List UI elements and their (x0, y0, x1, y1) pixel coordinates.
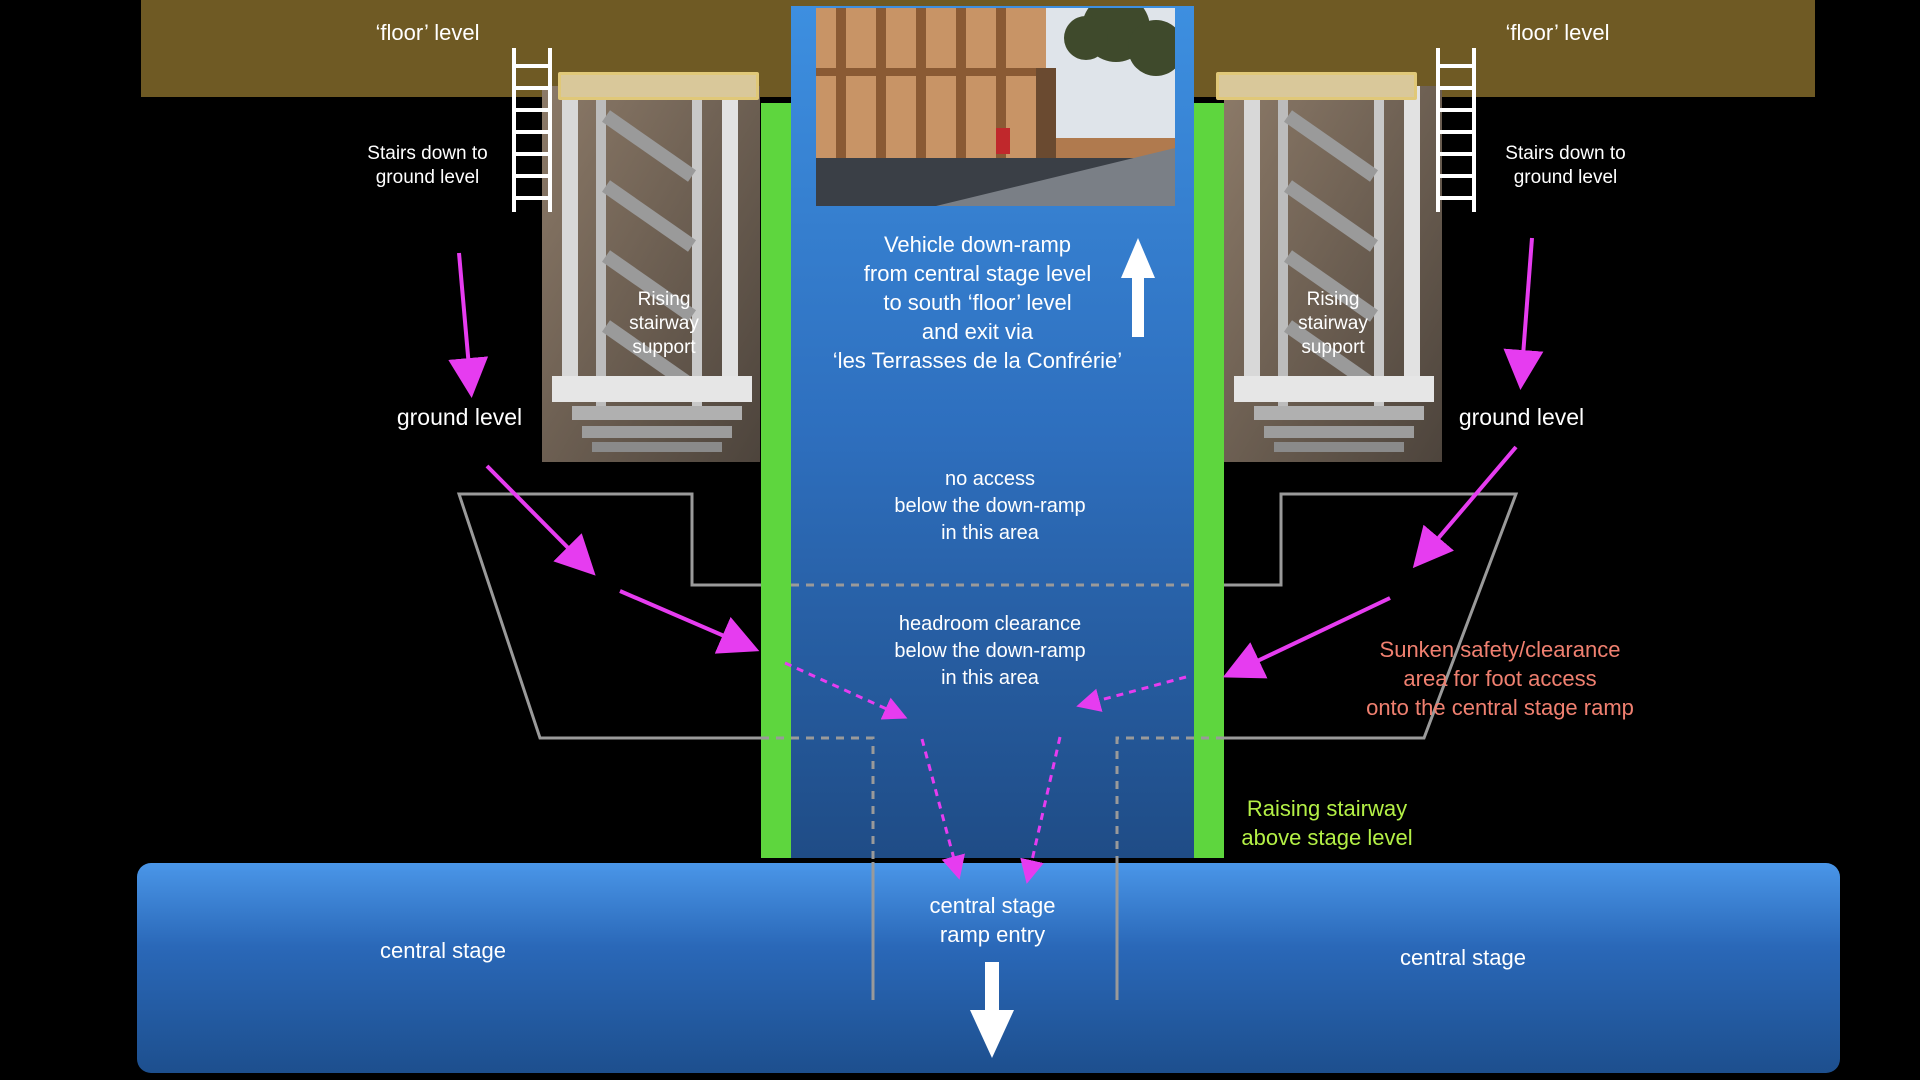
ladder-icon (1436, 48, 1476, 212)
support-label-right: Rising stairway support (1298, 289, 1368, 358)
arrow-up-icon (1121, 238, 1155, 337)
rising-stairway-support-photo-right (1224, 86, 1442, 462)
stair-frame-illustration-left (542, 86, 760, 462)
stairs-label-left: Stairs down to ground level (367, 143, 488, 188)
no-access-text: no access below the down-ramp in this ar… (894, 468, 1086, 544)
floor-level-label-right: ‘floor’ level (1505, 20, 1610, 45)
top-rail-left (558, 72, 759, 100)
ground-level-label-right: ground level (1458, 404, 1585, 430)
magenta-arrows (448, 237, 1544, 679)
green-rail-left (761, 103, 791, 858)
ramp-entry-lines (871, 862, 1119, 1000)
ladder-icon (512, 48, 552, 212)
green-rail-right (1194, 103, 1224, 858)
stair-frame-illustration-right (1224, 86, 1442, 462)
ramp-description: Vehicle down-ramp from central stage lev… (832, 232, 1123, 373)
support-label-left: Rising stairway support (629, 289, 699, 358)
ground-level-label-left: ground level (396, 404, 523, 430)
floor-level-label-left: ‘floor’ level (375, 20, 480, 45)
rising-stairway-support-photo-left (542, 86, 760, 462)
sunken-area-outline (456, 492, 1519, 740)
sunken-area-label: Sunken safety/clearance area for foot ac… (1366, 637, 1634, 720)
arrow-down-icon (970, 962, 1014, 1058)
magenta-dashed-arrows (784, 661, 1187, 884)
construction-site-illustration (816, 8, 1175, 206)
stairs-label-right: Stairs down to ground level (1505, 143, 1626, 188)
top-rail-right (1216, 72, 1417, 100)
raising-stairway-label: Raising stairway above stage level (1241, 796, 1413, 850)
headroom-clearance-text: headroom clearance below the down-ramp i… (894, 613, 1086, 689)
dashed-outline (761, 583, 1224, 862)
central-stage-label-left: central stage (380, 938, 506, 963)
ramp-entry-label: central stage ramp entry (929, 893, 1056, 947)
ramp-site-photo (816, 8, 1175, 206)
central-stage-label-right: central stage (1400, 945, 1526, 970)
